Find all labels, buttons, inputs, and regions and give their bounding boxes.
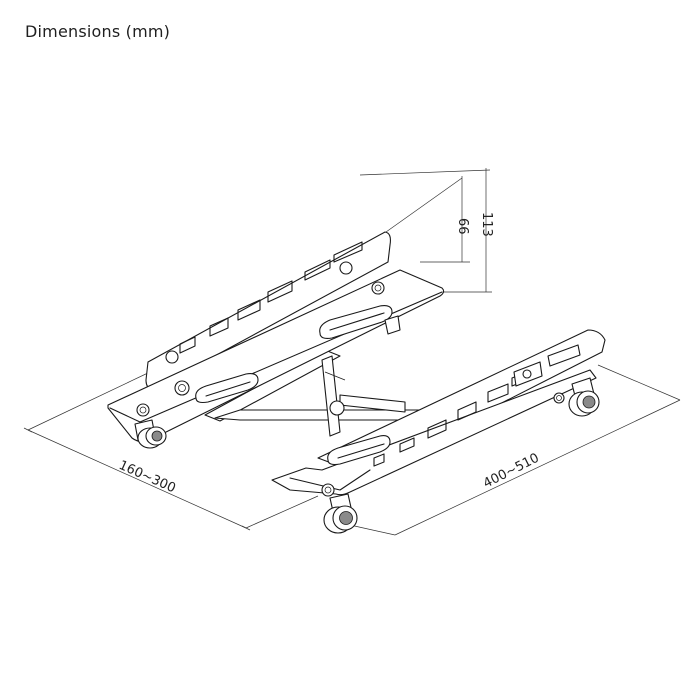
right-rail — [271, 329, 606, 497]
left-rail — [107, 231, 445, 443]
width-range-label: 160~300 — [116, 458, 177, 496]
length-dimension — [349, 364, 681, 536]
height-dimension — [359, 168, 492, 293]
right-rail-wheels — [323, 377, 600, 534]
diagram-title: Dimensions (mm) — [25, 22, 171, 41]
left-rail-wheel — [134, 419, 167, 449]
height-max-label: 113 — [479, 212, 494, 237]
height-min-label: 66 — [455, 218, 470, 235]
scissor-linkage — [204, 349, 421, 437]
length-range-label: 400~510 — [481, 451, 542, 492]
width-dimension — [23, 371, 319, 531]
